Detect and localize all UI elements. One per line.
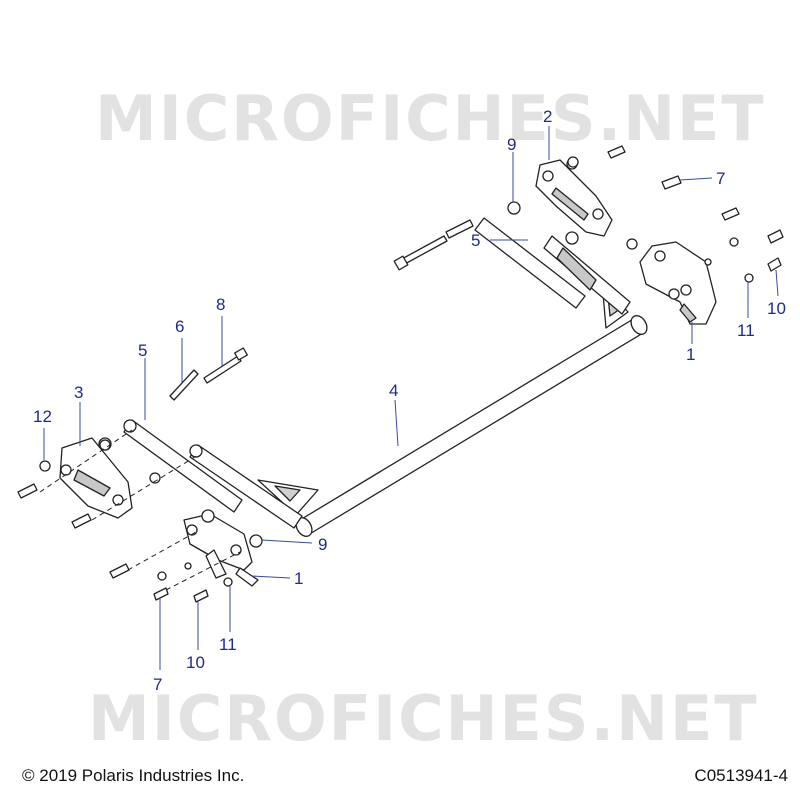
alignment-lines [39,429,241,591]
callout-4: 4 [389,381,398,400]
callout-11-right: 11 [737,321,755,340]
callout-7-right: 7 [716,169,725,188]
figure-id: C0513941-4 [694,766,788,785]
callout-5-left: 5 [138,341,147,360]
callout-8: 8 [216,295,225,314]
watermark-bottom: MICROFICHES.NET [88,682,759,755]
clamp-right [639,241,717,325]
pins [169,219,474,401]
leader-lines [43,126,779,670]
callout-5-right: 5 [471,231,480,250]
callout-7-left: 7 [153,675,162,694]
callout-2: 2 [543,107,552,126]
callout-10-right: 10 [767,299,786,318]
callout-1-right: 1 [686,345,695,364]
copyright-notice: © 2019 Polaris Industries Inc. [22,766,245,785]
callout-9-right: 9 [507,135,516,154]
callout-1-left: 1 [294,569,303,588]
watermark-top: MICROFICHES.NET [95,82,766,155]
bracket-left [59,437,133,519]
fasteners [17,145,784,603]
callout-10-left: 10 [186,653,205,672]
clamp-left [183,513,259,587]
link-arm-right [474,217,631,315]
link-arm-left [123,419,303,529]
callout-12: 12 [33,407,52,426]
callout-3: 3 [74,383,83,402]
sway-bar [257,281,648,537]
callouts: 3 12 5 6 8 4 9 1 7 10 11 2 9 5 7 1 11 10 [33,107,786,694]
callout-6: 6 [175,317,184,336]
bracket-right-top [535,158,613,237]
callout-11-left: 11 [219,635,237,654]
callout-9-left: 9 [318,535,327,554]
